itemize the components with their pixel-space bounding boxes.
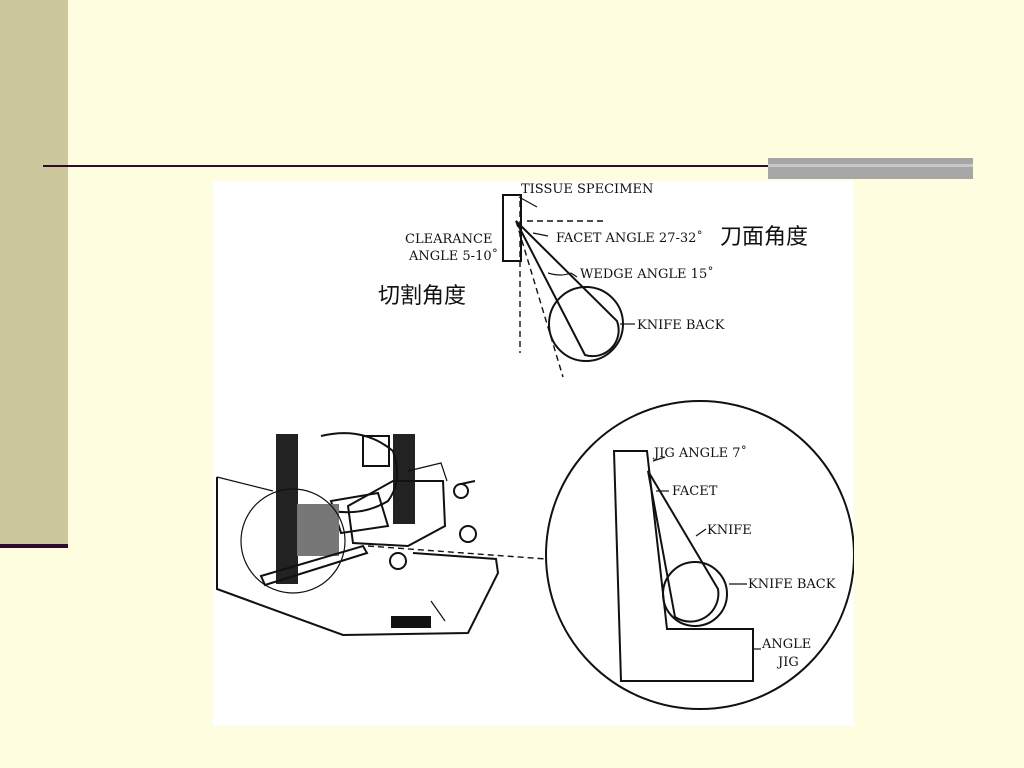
knob-right	[459, 525, 477, 543]
clearance-angle-label-line2: ANGLE 5-10˚	[408, 248, 498, 264]
jig-facet-label: FACET	[672, 484, 718, 499]
accent-bar	[768, 158, 973, 179]
sidebar-band	[0, 0, 68, 546]
machine-base	[216, 477, 500, 637]
knife-face-angle-label: 刀面角度	[720, 225, 808, 250]
angle-jig-shape	[612, 450, 754, 682]
jig-angle-label: JIG ANGLE 7˚	[652, 445, 747, 461]
knife-back-circle	[548, 286, 624, 362]
knife-wedge	[515, 220, 620, 358]
tissue-leader-line	[518, 196, 538, 208]
jig-angle-leader	[652, 456, 666, 462]
jig-knife	[647, 470, 720, 623]
housing-top	[407, 462, 448, 482]
machine-column-left	[276, 434, 298, 584]
base-black-strip	[391, 616, 431, 628]
jig-knife-back-circle	[662, 561, 728, 627]
base-mark	[430, 600, 446, 622]
angle-diagram: TISSUE SPECIMEN CLEARANCE ANGLE 5-10˚ FA…	[378, 182, 808, 378]
clearance-angle-label-line1: CLEARANCE	[405, 232, 492, 247]
jig-knife-label: KNIFE	[707, 523, 752, 538]
angle-jig-label-line2: JIG	[776, 655, 799, 670]
title-rule	[43, 165, 973, 167]
jig-knife-back-label: KNIFE BACK	[748, 577, 836, 592]
knife-angle-figure: TISSUE SPECIMEN CLEARANCE ANGLE 5-10˚ FA…	[213, 181, 854, 726]
machine-wheel	[320, 432, 398, 514]
sharpener-illustration	[216, 432, 547, 637]
knob-top-handle	[460, 480, 476, 485]
stippled-block	[297, 504, 339, 556]
knife-leader	[695, 528, 707, 537]
machine-base-edge	[216, 476, 274, 492]
wedge-arrow	[570, 272, 578, 278]
clearance-line	[515, 220, 564, 378]
knob-top	[453, 483, 469, 499]
zoom-circle	[545, 400, 854, 710]
sidebar-rule	[0, 544, 68, 548]
detail-callout-circle	[240, 488, 346, 594]
wedge-angle-label: WEDGE ANGLE 15˚	[580, 266, 714, 282]
knife-rod	[259, 544, 369, 587]
tissue-specimen-block	[502, 194, 522, 262]
cutting-angle-label: 切割角度	[378, 284, 466, 309]
tissue-specimen-label: TISSUE SPECIMEN	[521, 182, 653, 197]
accent-bar-line	[768, 164, 973, 167]
facet-angle-label: FACET ANGLE 27-32˚	[556, 230, 703, 246]
knife-back-label: KNIFE BACK	[637, 318, 725, 333]
machine-column-right	[393, 434, 415, 524]
facet-leader-line	[532, 232, 549, 237]
jig-detail: JIG ANGLE 7˚ FACET KNIFE KNIFE BACK ANGL…	[545, 400, 854, 710]
wedge-angle-arc	[547, 272, 572, 276]
wheel-block	[362, 435, 390, 467]
knob-front	[389, 552, 407, 570]
knife-angle-diagram: TISSUE SPECIMEN CLEARANCE ANGLE 5-10˚ FA…	[216, 182, 854, 710]
machine-housing	[346, 480, 447, 548]
angle-jig-label-line1: ANGLE	[761, 637, 811, 652]
